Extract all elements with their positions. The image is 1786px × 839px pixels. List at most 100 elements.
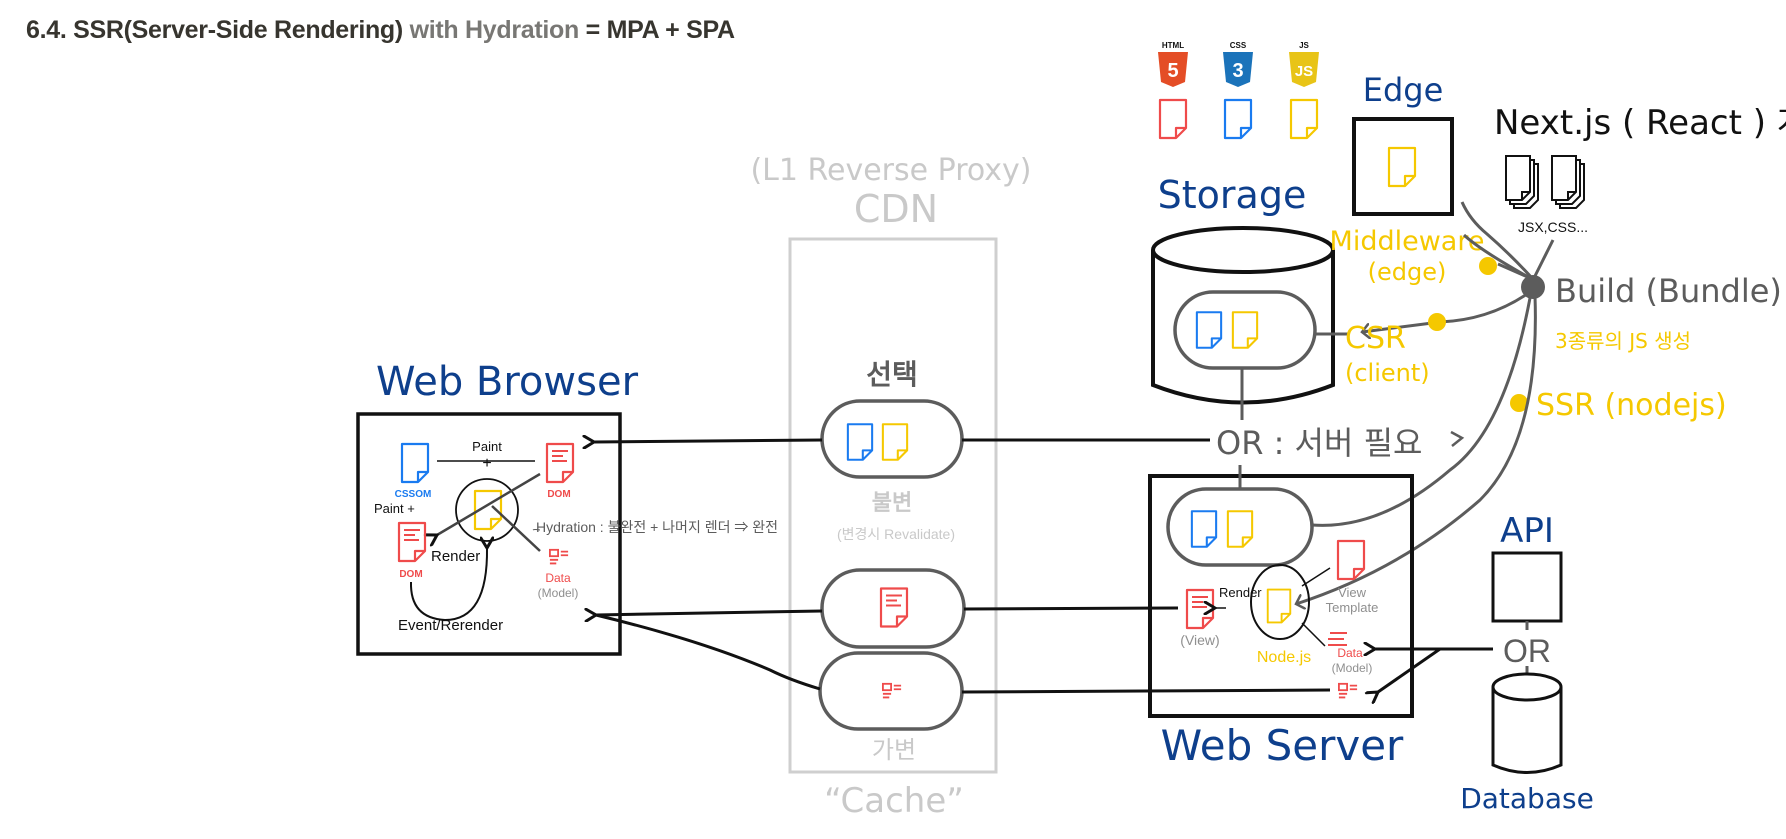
html5-icon: HTML 5 bbox=[1158, 41, 1188, 87]
event-rerender-label: Event/Rerender bbox=[398, 617, 503, 634]
html5-glyph: 5 bbox=[1167, 60, 1178, 82]
rerender-loop bbox=[409, 548, 487, 622]
css-file-icon bbox=[1223, 98, 1253, 140]
cssom-label: CSSOM bbox=[395, 489, 432, 500]
view-label: (View) bbox=[1180, 632, 1219, 648]
cdn-title: CDN bbox=[854, 187, 938, 231]
storage-title: Storage bbox=[1158, 173, 1307, 217]
server-box bbox=[1148, 474, 1414, 718]
title-middle: with Hydration bbox=[409, 16, 580, 44]
source-files-label: JSX,CSS... bbox=[1518, 219, 1588, 235]
ssr-client-line bbox=[1311, 297, 1532, 527]
csr-dot bbox=[1428, 313, 1446, 331]
view-template-icon bbox=[1336, 539, 1366, 581]
view-template-label-2: Template bbox=[1326, 600, 1379, 615]
hydration-circle bbox=[455, 478, 519, 542]
api-database: API OR Database bbox=[1375, 511, 1594, 815]
edge: Edge Middleware (edge) bbox=[1330, 71, 1485, 286]
database-cylinder bbox=[1491, 672, 1563, 702]
server-model-label: (Model) bbox=[1332, 661, 1373, 675]
page-title: 6.4. SSR(Server-Side Rendering) with Hyd… bbox=[26, 16, 735, 45]
server-data-icon bbox=[1337, 682, 1359, 699]
build-label: Build (Bundle) bbox=[1555, 272, 1782, 310]
nodejs-label: Node.js bbox=[1257, 649, 1311, 666]
paint-left-label: Paint + bbox=[374, 501, 415, 516]
nextjs-title: Next.js ( React ) 개발 bbox=[1494, 103, 1786, 143]
browser-model-label: (Model) bbox=[538, 586, 579, 600]
immutable-label: 불변 bbox=[872, 490, 912, 515]
api-data-arrow-2 bbox=[1378, 647, 1441, 692]
html-file-icon bbox=[1158, 98, 1188, 140]
middleware-label: Middleware bbox=[1330, 226, 1485, 257]
html-label: HTML bbox=[1162, 41, 1184, 50]
source-files-icon bbox=[1505, 155, 1539, 209]
dom-bottom-label: DOM bbox=[399, 569, 422, 580]
css3-glyph: 3 bbox=[1232, 60, 1243, 82]
paint-top-label: Paint bbox=[472, 439, 502, 454]
css3-icon: CSS 3 bbox=[1223, 41, 1253, 87]
cdn-box bbox=[788, 237, 998, 774]
web-server-title: Web Server bbox=[1161, 721, 1404, 770]
rendered-dom-icon bbox=[397, 521, 427, 563]
edge-title: Edge bbox=[1363, 71, 1444, 109]
view-icon bbox=[1185, 588, 1215, 630]
server-bundle-item bbox=[1166, 487, 1314, 567]
revalidate-label: (변경시 Revalidate) bbox=[837, 526, 955, 542]
select-label: 선택 bbox=[866, 359, 918, 390]
cdn-subtitle: (L1 Reverse Proxy) bbox=[750, 153, 1031, 188]
js-label: JS bbox=[1299, 41, 1309, 50]
storage-bundle-item bbox=[1173, 290, 1317, 370]
nodejs-circle bbox=[1250, 564, 1310, 640]
html-flow-arrow bbox=[596, 611, 823, 615]
web-browser-title: Web Browser bbox=[376, 359, 639, 405]
title-suffix: = MPA + SPA bbox=[585, 16, 735, 44]
data-flow-line bbox=[595, 613, 821, 691]
svg-text:+: + bbox=[482, 455, 491, 472]
middleware-build-line bbox=[1460, 201, 1534, 280]
html-cache-item bbox=[820, 568, 966, 649]
dom-top-label: DOM bbox=[547, 489, 570, 500]
cssom-file-icon bbox=[400, 442, 430, 484]
render-label: Render bbox=[431, 548, 480, 565]
edge-js-icon bbox=[1387, 146, 1417, 188]
middleware-sub-label: (edge) bbox=[1368, 258, 1447, 286]
view-template-label-1: View bbox=[1338, 585, 1367, 600]
middleware-dot bbox=[1479, 257, 1497, 275]
static-cache-item bbox=[820, 399, 964, 479]
js-icon: JS JS bbox=[1289, 41, 1319, 87]
mutable-label: 가변 bbox=[872, 737, 916, 764]
ssr-label: SSR (nodejs) bbox=[1536, 388, 1727, 423]
js-types-label: 3종류의 JS 생성 bbox=[1555, 329, 1691, 353]
server-render-label: Render bbox=[1219, 585, 1262, 600]
api-title: API bbox=[1500, 511, 1554, 551]
web-browser: Web Browser CSSOM Paint + DOM Paint + DO… bbox=[356, 359, 778, 656]
browser-data-label: Data bbox=[545, 571, 571, 585]
storage: Storage OR : 서버 필요 bbox=[1151, 173, 1422, 462]
nextjs-build: Next.js ( React ) 개발 JSX,CSS... Build (B… bbox=[1296, 103, 1786, 604]
dom-file-icon bbox=[545, 442, 575, 484]
hydration-label: Hydration : 불완전 + 나머지 렌더 ⇒ 완전 bbox=[536, 519, 778, 535]
database-title: Database bbox=[1460, 782, 1594, 815]
browser-box bbox=[356, 412, 622, 656]
api-or-label: OR bbox=[1503, 633, 1551, 669]
edge-box bbox=[1352, 117, 1454, 216]
web-server: (View) Render Node.js View Template Data… bbox=[1148, 465, 1414, 770]
js-glyph: JS bbox=[1295, 63, 1313, 80]
ssr-server-arrow bbox=[1296, 295, 1537, 604]
nodejs-js-icon bbox=[1266, 588, 1292, 624]
css-label: CSS bbox=[1230, 41, 1247, 50]
js-file-icon bbox=[1289, 98, 1319, 140]
or-server-label: OR : 서버 필요 bbox=[1216, 424, 1422, 462]
static-flow-arrow bbox=[594, 440, 823, 442]
cdn: (L1 Reverse Proxy) CDN 선택 불변 (변경시 Revali… bbox=[750, 153, 1031, 821]
storage-cylinder bbox=[1151, 226, 1335, 274]
ssr-dot bbox=[1510, 394, 1528, 412]
cache-label: “Cache” bbox=[824, 781, 964, 821]
data-icon bbox=[548, 548, 570, 565]
cdn-data-line bbox=[961, 688, 1331, 694]
server-data-label: Data bbox=[1337, 646, 1363, 660]
csr-sub-label: (client) bbox=[1345, 359, 1430, 387]
cdn-view-line bbox=[963, 606, 1179, 611]
source-files-icon-2 bbox=[1551, 155, 1585, 209]
